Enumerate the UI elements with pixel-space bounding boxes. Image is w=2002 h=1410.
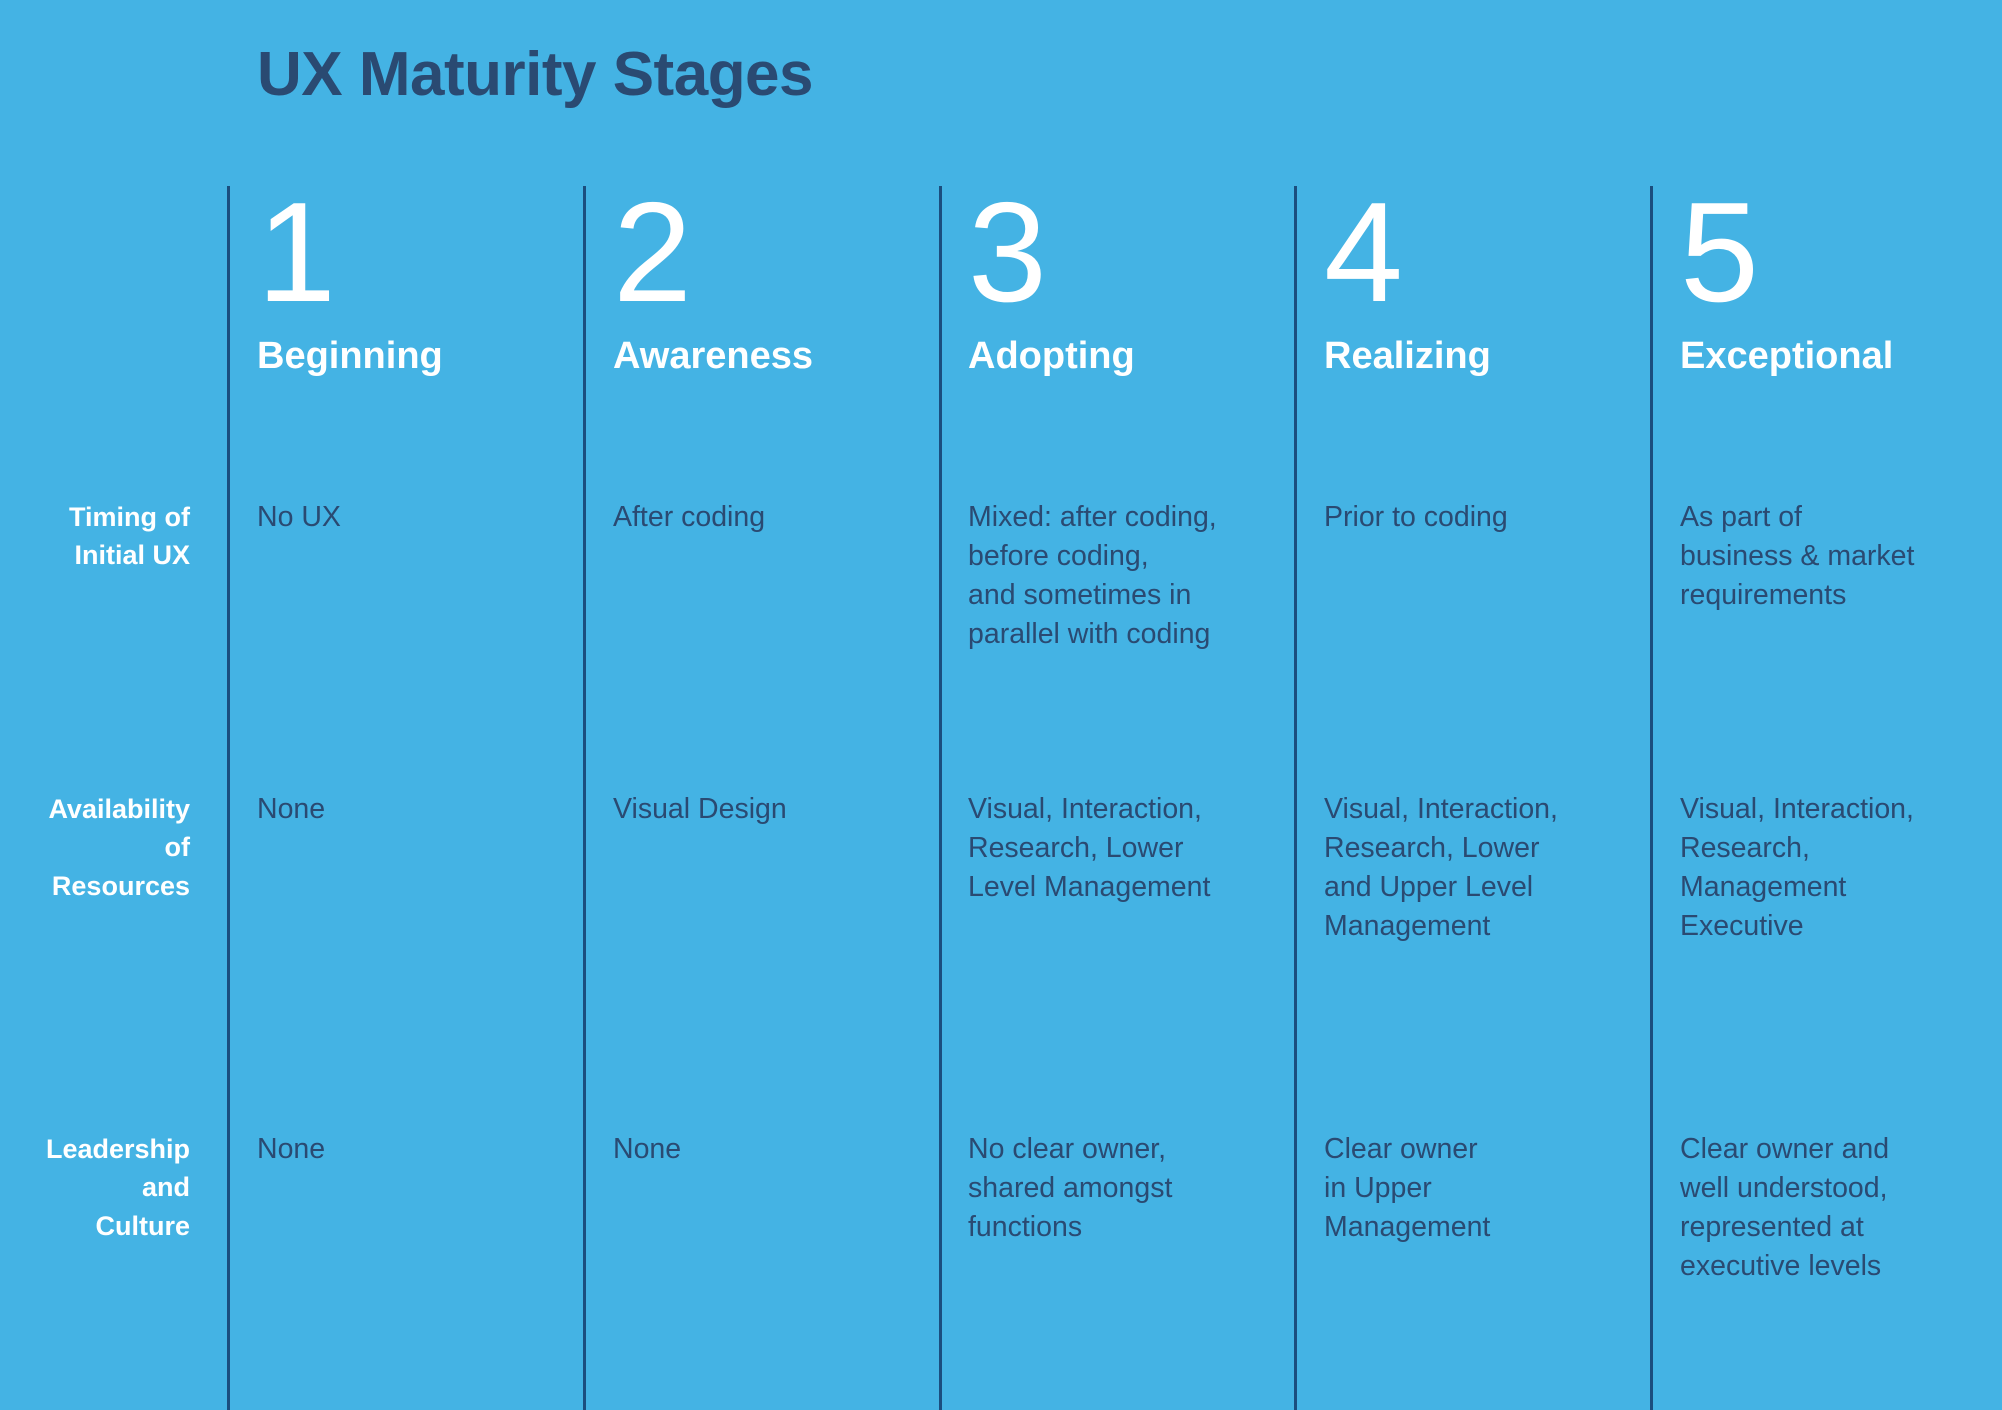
column-divider-4 bbox=[1294, 186, 1297, 1410]
cell-r3-c2: None bbox=[613, 1133, 682, 1165]
column-number-1: 1 bbox=[257, 173, 336, 332]
column-header-1: 1 Beginning bbox=[257, 173, 587, 378]
column-number-2: 2 bbox=[613, 173, 692, 332]
cell-r3-c4: Clear owner in Upper Management bbox=[1324, 1133, 1491, 1244]
cell-r1-c1: No UX bbox=[257, 501, 341, 533]
column-number-5: 5 bbox=[1680, 173, 1759, 332]
cell-r2-c5: Visual, Interaction, Research, Managemen… bbox=[1680, 793, 1914, 943]
row-label-availability-of-resources: Availability of Resources bbox=[48, 794, 190, 901]
cell-r2-c4: Visual, Interaction, Research, Lower and… bbox=[1324, 793, 1558, 943]
cell-r3-c5: Clear owner and well understood, represe… bbox=[1680, 1133, 1890, 1283]
row-label-timing-of-initial-ux: Timing of Initial UX bbox=[69, 502, 190, 571]
column-header-4: 4 Realizing bbox=[1324, 173, 1654, 378]
cell-r2-c1: None bbox=[257, 793, 326, 825]
cell-r2-c2: Visual Design bbox=[613, 793, 787, 825]
column-header-5: 5 Exceptional bbox=[1680, 173, 2002, 378]
cell-r1-c4: Prior to coding bbox=[1324, 501, 1508, 533]
cell-r3-c1: None bbox=[257, 1133, 326, 1165]
cell-r1-c5: As part of business & market requirement… bbox=[1680, 501, 1915, 612]
column-divider-1 bbox=[227, 186, 230, 1410]
column-divider-3 bbox=[939, 186, 942, 1410]
column-divider-5 bbox=[1650, 186, 1653, 1410]
cell-r2-c3: Visual, Interaction, Research, Lower Lev… bbox=[968, 793, 1211, 904]
cell-r1-c2: After coding bbox=[613, 501, 766, 533]
cell-r3-c3: No clear owner, shared amongst functions bbox=[968, 1133, 1173, 1244]
column-header-2: 2 Awareness bbox=[613, 173, 943, 378]
column-divider-2 bbox=[583, 186, 586, 1410]
column-header-3: 3 Adopting bbox=[968, 173, 1298, 378]
column-name-4: Realizing bbox=[1324, 335, 1491, 377]
cell-r1-c3: Mixed: after coding, before coding, and … bbox=[968, 501, 1217, 651]
page-title: UX Maturity Stages bbox=[257, 40, 814, 109]
column-name-2: Awareness bbox=[613, 335, 813, 377]
column-number-3: 3 bbox=[968, 173, 1047, 332]
column-number-4: 4 bbox=[1324, 173, 1403, 332]
column-name-5: Exceptional bbox=[1680, 335, 1894, 377]
column-name-1: Beginning bbox=[257, 335, 443, 377]
column-name-3: Adopting bbox=[968, 335, 1135, 377]
row-label-leadership-and-culture: Leadership and Culture bbox=[45, 1134, 190, 1241]
